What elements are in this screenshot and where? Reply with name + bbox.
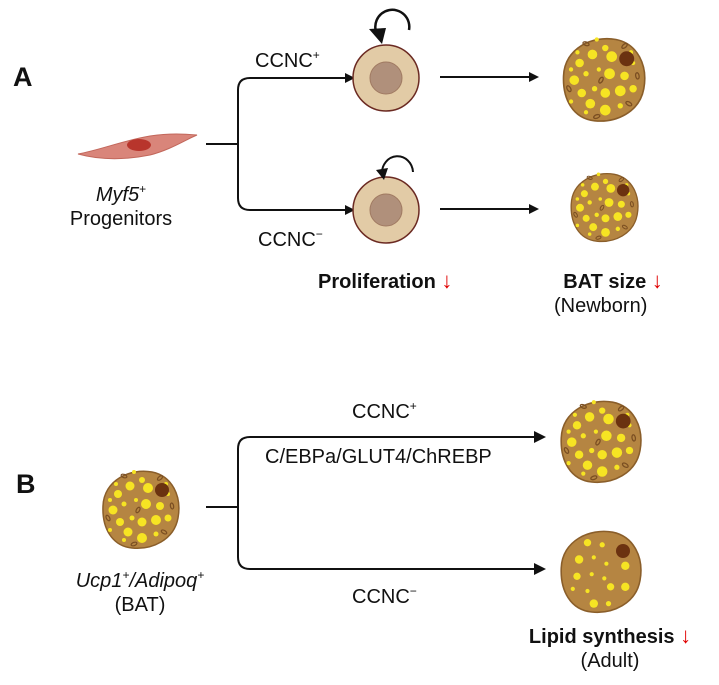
stem-cell-ccnc-minus-icon (352, 176, 420, 244)
pathway-label: C/EBPa/GLUT4/ChREBP (265, 446, 492, 468)
bat-cell-small-icon (570, 171, 639, 243)
bat-cell-adult-ccnc-plus-icon (560, 399, 642, 484)
arrows-to-bat-a (440, 72, 539, 214)
outcome-bat-size: BAT size ↓ (Newborn) (554, 268, 663, 317)
progenitor-label: Myf5+ Progenitors (69, 182, 173, 230)
progenitor-cell-icon (77, 133, 198, 160)
self-renewal-small-arrow-icon (376, 155, 414, 180)
bat-source-cell-icon (102, 469, 180, 549)
branch-label-ccnc-plus-b: CCNC+ (352, 399, 417, 423)
panel-label-b: B (16, 469, 36, 499)
down-arrow-icon: ↓ (441, 268, 453, 293)
branch-connector-b (206, 431, 546, 575)
branch-label-ccnc-plus-a: CCNC+ (255, 48, 320, 72)
panel-label-a: A (13, 62, 33, 92)
outcome-proliferation: Proliferation ↓ (318, 268, 453, 293)
stem-cell-ccnc-plus-icon (352, 44, 420, 112)
down-arrow-icon: ↓ (680, 623, 692, 648)
branch-connector-a (206, 73, 355, 215)
self-renewal-large-arrow-icon (369, 8, 411, 44)
bat-cell-adult-ccnc-minus-icon (560, 530, 642, 614)
bat-source-label: Ucp1+/Adipoq+ (BAT) (75, 568, 205, 616)
branch-label-ccnc-minus-b: CCNC− (352, 584, 417, 608)
bat-cell-normal-icon (562, 36, 646, 122)
branch-label-ccnc-minus-a: CCNC− (258, 227, 323, 251)
down-arrow-icon: ↓ (651, 268, 663, 293)
outcome-lipid-synthesis: Lipid synthesis ↓ (Adult) (528, 623, 692, 672)
